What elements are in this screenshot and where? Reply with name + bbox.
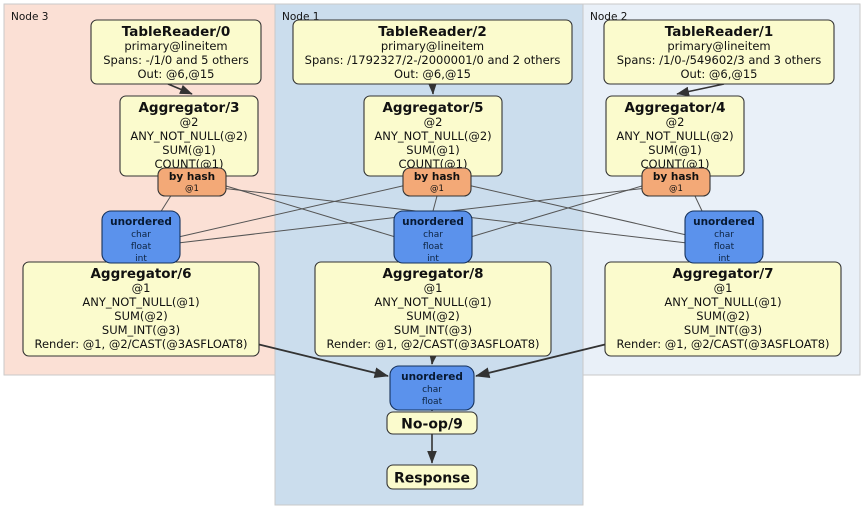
receiver-title: unordered: [401, 371, 463, 383]
box-line-aggregator8-3: SUM_INT(@3): [394, 323, 472, 337]
box-aggregator7[interactable]: Aggregator/7@1ANY_NOT_NULL(@1)SUM(@2)SUM…: [604, 261, 842, 357]
edge-hash-right-unordered-center: [470, 184, 645, 238]
receiver-title: unordered: [693, 216, 755, 228]
edge-tr1-agg4: [676, 83, 725, 97]
box-line-aggregator7-0: @1: [714, 281, 733, 295]
receiver-type-1: float: [423, 242, 444, 252]
hash-title: by hash: [414, 171, 460, 183]
box-line-tablereader1-1: Spans: /1/0-/549602/3 and 3 others: [617, 53, 822, 67]
box-line-tablereader0-0: primary@lineitem: [124, 39, 227, 53]
box-line-aggregator6-2: SUM(@2): [114, 309, 167, 323]
receiver-type-2: int: [135, 254, 147, 264]
receiver-type-0: char: [714, 230, 734, 240]
box-line-aggregator6-3: SUM_INT(@3): [102, 323, 180, 337]
box-response[interactable]: Response: [386, 464, 478, 490]
box-aggregator5[interactable]: Aggregator/5@2ANY_NOT_NULL(@2)SUM(@1)COU…: [363, 95, 503, 177]
edge-tr2-agg5: [427, 81, 438, 95]
box-line-aggregator4-1: ANY_NOT_NULL(@2): [616, 129, 733, 143]
box-line-aggregator7-4: Render: @1, @2/CAST(@3ASFLOAT8): [616, 337, 829, 351]
box-title-tablereader1: TableReader/1: [665, 24, 774, 40]
box-aggregator4[interactable]: Aggregator/4@2ANY_NOT_NULL(@2)SUM(@1)COU…: [605, 95, 745, 177]
box-line-tablereader1-2: Out: @6,@15: [681, 67, 758, 81]
hash-title: by hash: [169, 171, 215, 183]
hash-router-hash-center[interactable]: by hash@1: [402, 167, 472, 197]
box-title-aggregator8: Aggregator/8: [382, 266, 483, 282]
box-line-aggregator7-1: ANY_NOT_NULL(@1): [664, 295, 781, 309]
box-line-tablereader0-1: Spans: -/1/0 and 5 others: [103, 53, 249, 67]
box-title-aggregator3: Aggregator/3: [138, 100, 239, 116]
box-title-tablereader0: TableReader/0: [122, 24, 231, 40]
box-line-aggregator8-4: Render: @1, @2/CAST(@3ASFLOAT8): [326, 337, 539, 351]
box-line-aggregator5-2: SUM(@1): [406, 143, 459, 157]
box-line-tablereader1-0: primary@lineitem: [667, 39, 770, 53]
edge-agg7-unordered-final: [475, 343, 608, 379]
receiver-unordered-final[interactable]: unordered char float: [389, 365, 475, 411]
hash-sub: @1: [185, 184, 199, 194]
edge-hash-center-unordered-right: [468, 184, 687, 236]
hash-sub: @1: [669, 184, 683, 194]
box-line-aggregator3-1: ANY_NOT_NULL(@2): [130, 129, 247, 143]
box-line-aggregator5-0: @2: [424, 115, 443, 129]
box-noop9[interactable]: No-op/9: [386, 411, 478, 435]
receiver-type-1: float: [422, 397, 443, 407]
box-line-aggregator8-0: @1: [424, 281, 443, 295]
box-title-aggregator4: Aggregator/4: [624, 100, 725, 116]
receiver-title: unordered: [110, 216, 172, 228]
receiver-type-0: char: [422, 385, 442, 395]
box-line-tablereader2-0: primary@lineitem: [381, 39, 484, 53]
box-line-aggregator6-0: @1: [132, 281, 151, 295]
box-aggregator6[interactable]: Aggregator/6@1ANY_NOT_NULL(@1)SUM(@2)SUM…: [22, 261, 260, 357]
box-title-aggregator7: Aggregator/7: [672, 266, 773, 282]
box-aggregator3[interactable]: Aggregator/3@2ANY_NOT_NULL(@2)SUM(@1)COU…: [119, 95, 259, 177]
box-line-aggregator8-1: ANY_NOT_NULL(@1): [374, 295, 491, 309]
box-title-noop9: No-op/9: [401, 417, 463, 433]
edge-hash-left-unordered-left: [159, 193, 173, 214]
edge-hash-right-unordered-right: [693, 193, 704, 214]
box-line-tablereader2-1: Spans: /1792327/2-/2000001/0 and 2 other…: [305, 53, 561, 67]
box-line-aggregator6-4: Render: @1, @2/CAST(@3ASFLOAT8): [34, 337, 247, 351]
box-line-aggregator7-2: SUM(@2): [696, 309, 749, 323]
receiver-type-1: float: [714, 242, 735, 252]
receiver-type-2: int: [718, 254, 730, 264]
receiver-type-0: char: [423, 230, 443, 240]
edge-hash-left-unordered-center: [223, 184, 396, 238]
edge-tr0-agg3: [167, 83, 193, 95]
receiver-unordered-center[interactable]: unordered char float int: [393, 210, 473, 264]
hash-title: by hash: [653, 171, 699, 183]
box-title-response: Response: [394, 471, 470, 487]
box-line-aggregator7-3: SUM_INT(@3): [684, 323, 762, 337]
box-title-aggregator5: Aggregator/5: [382, 100, 483, 116]
box-line-aggregator4-2: SUM(@1): [648, 143, 701, 157]
box-line-aggregator6-1: ANY_NOT_NULL(@1): [82, 295, 199, 309]
receiver-type-0: char: [131, 230, 151, 240]
box-line-aggregator8-2: SUM(@2): [406, 309, 459, 323]
box-aggregator8[interactable]: Aggregator/8@1ANY_NOT_NULL(@1)SUM(@2)SUM…: [314, 261, 552, 357]
box-line-tablereader0-2: Out: @6,@15: [138, 67, 215, 81]
box-title-aggregator6: Aggregator/6: [90, 266, 191, 282]
region-label-node3: Node 3: [11, 11, 48, 23]
box-line-aggregator4-0: @2: [666, 115, 685, 129]
box-line-aggregator3-2: SUM(@1): [162, 143, 215, 157]
box-line-aggregator3-0: @2: [180, 115, 199, 129]
box-line-tablereader2-2: Out: @6,@15: [394, 67, 471, 81]
edge-agg8-unordered-final: [428, 349, 440, 365]
receiver-unordered-left[interactable]: unordered char float int: [101, 210, 181, 264]
receiver-unordered-right[interactable]: unordered char float int: [684, 210, 764, 264]
receiver-title: unordered: [402, 216, 464, 228]
edge-agg6-unordered-final: [256, 343, 389, 379]
edge-hash-center-unordered-center: [432, 195, 438, 212]
edge-hash-center-unordered-left: [178, 184, 406, 238]
hash-router-hash-right[interactable]: by hash@1: [641, 167, 711, 197]
box-line-aggregator5-1: ANY_NOT_NULL(@2): [374, 129, 491, 143]
hash-router-hash-left[interactable]: by hash@1: [157, 167, 227, 197]
receiver-type-1: float: [131, 242, 152, 252]
box-title-tablereader2: TableReader/2: [378, 24, 487, 40]
receiver-type-2: int: [427, 254, 439, 264]
hash-sub: @1: [430, 184, 444, 194]
